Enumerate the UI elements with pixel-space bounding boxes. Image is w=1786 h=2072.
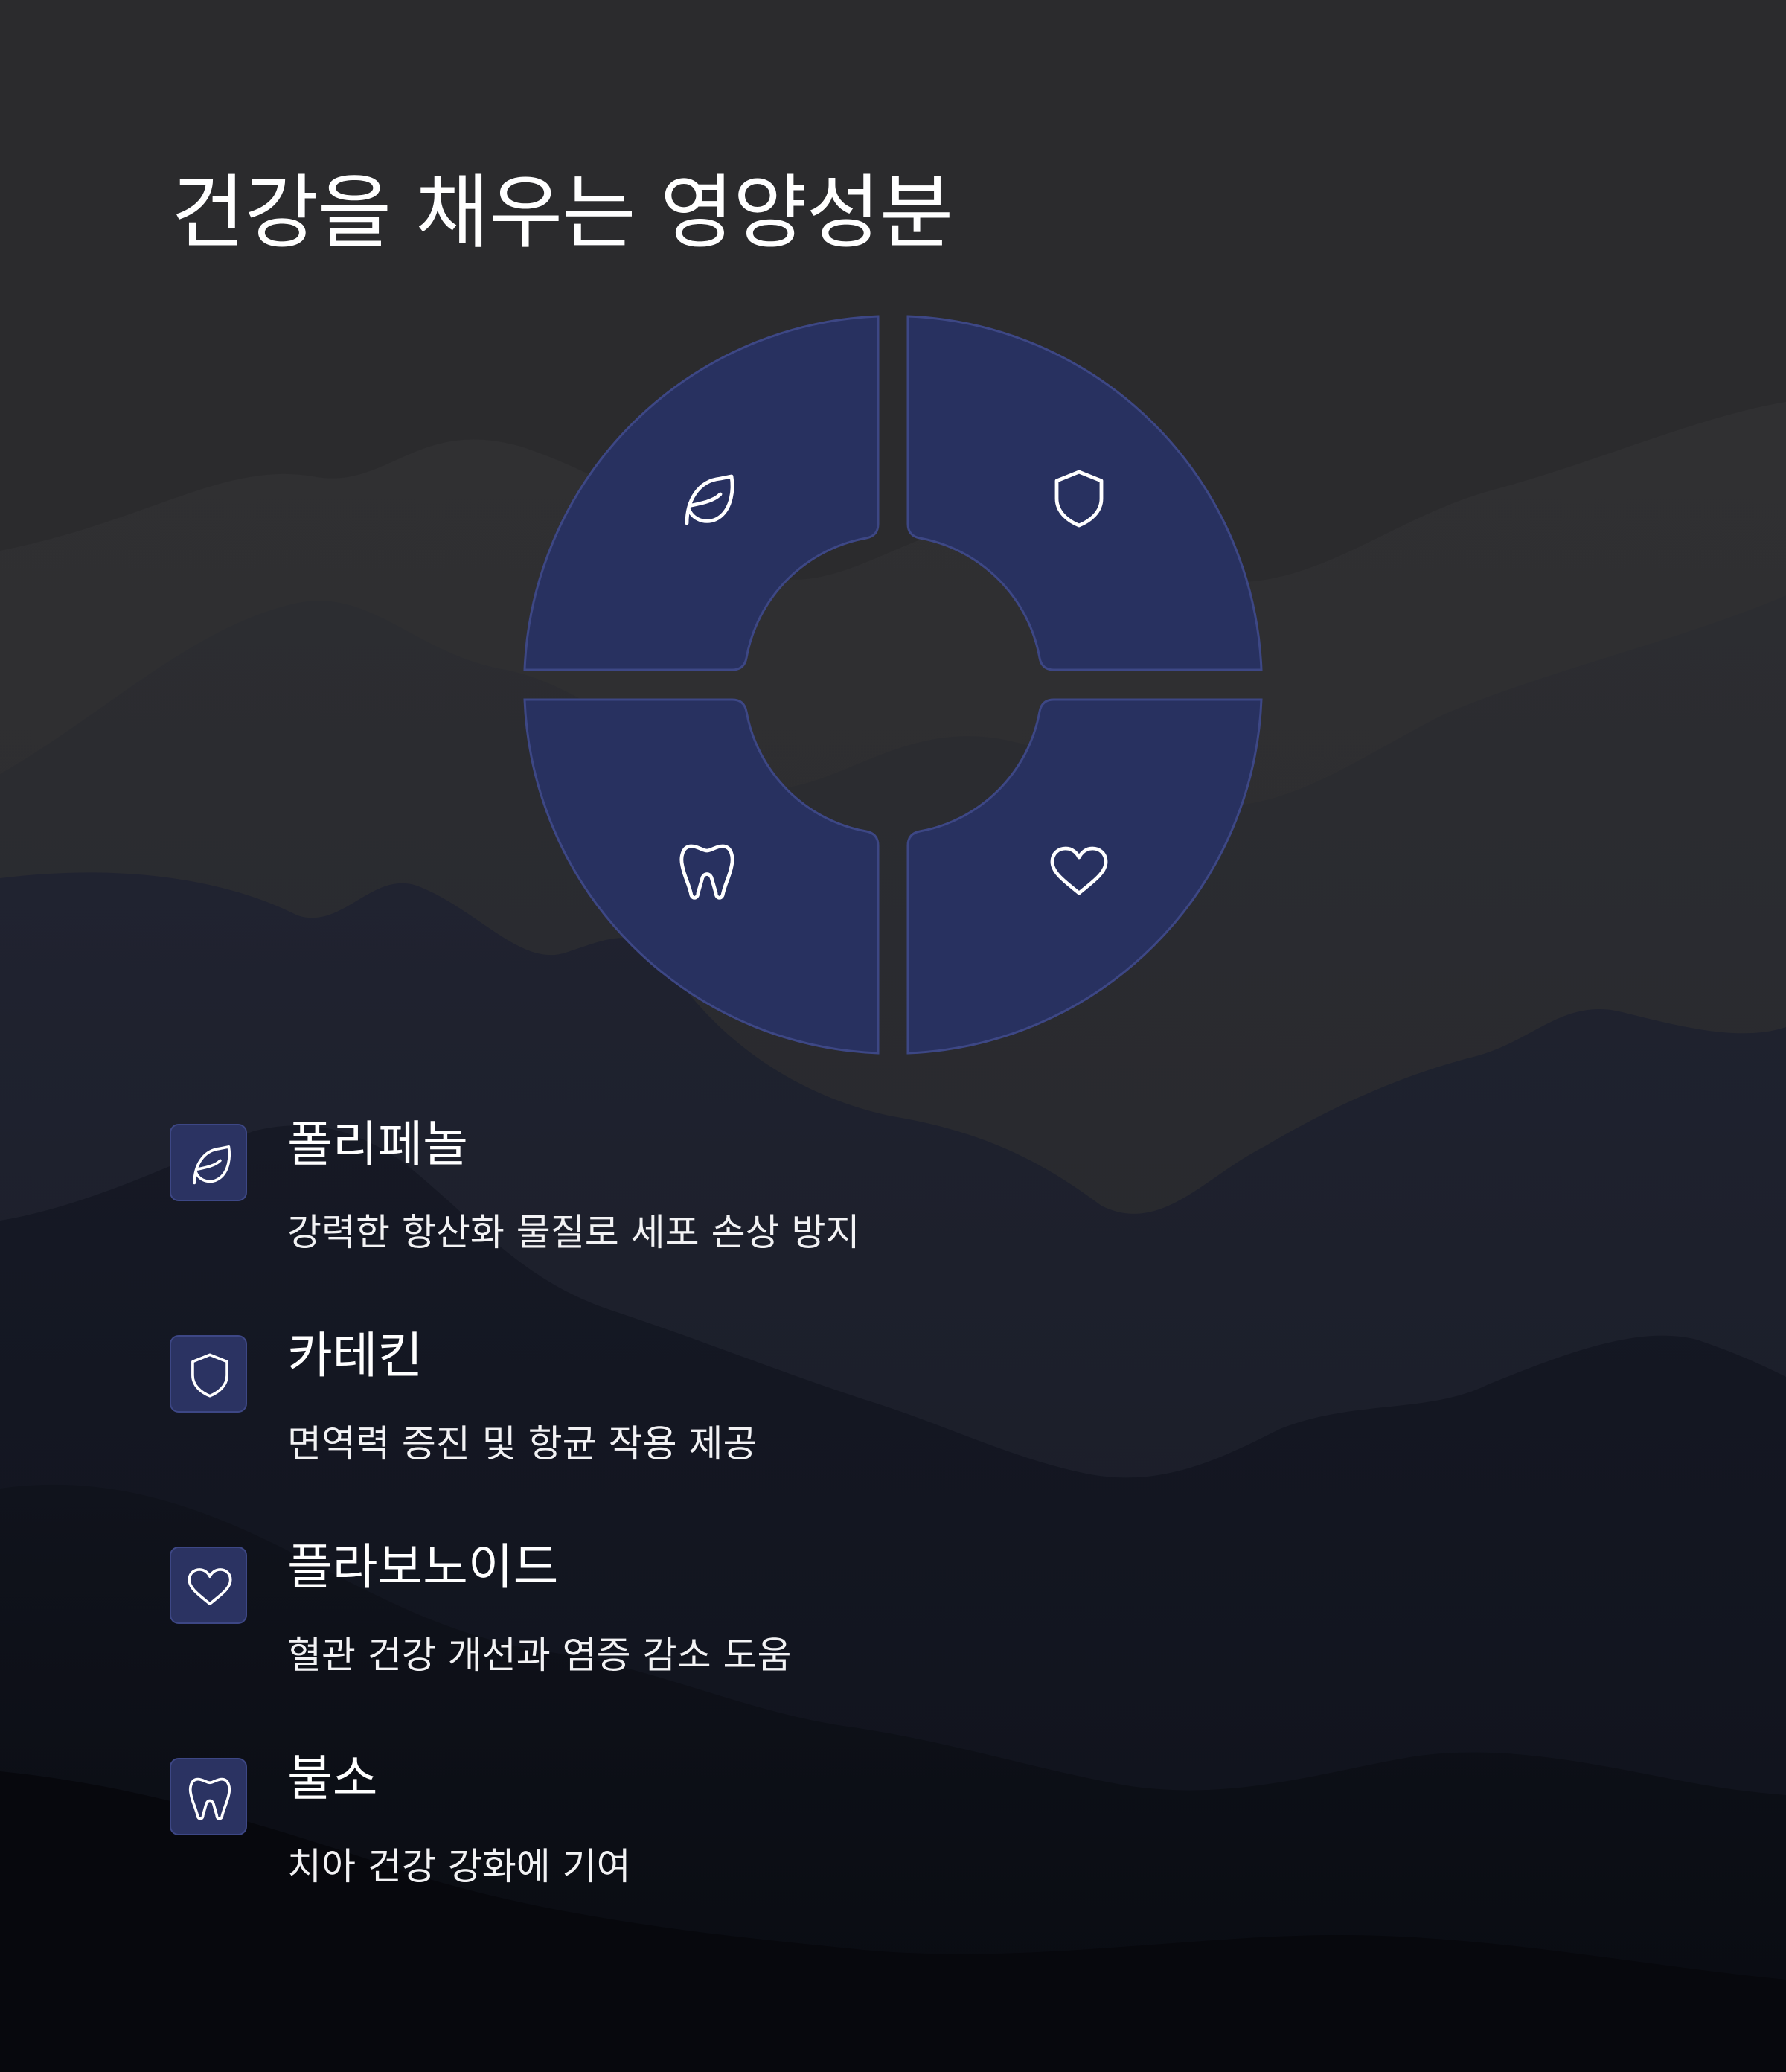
nutrient-list: 폴리페놀 강력한 항산화 물질로 세포 손상 방지 카테킨 면역력 증진 및 항… <box>170 1116 1584 1969</box>
leaf-icon <box>193 1145 231 1185</box>
nutrient-description: 혈관 건강 개선과 염증 감소 도움 <box>287 1634 792 1677</box>
shield-icon <box>191 1353 228 1398</box>
ring-segment-bottom-right <box>906 698 1263 1055</box>
list-item: 폴리페놀 강력한 항산화 물질로 세포 손상 방지 <box>170 1116 1584 1335</box>
nutrient-description: 면역력 증진 및 항균 작용 제공 <box>287 1422 758 1465</box>
ring-segment-top-right <box>906 315 1263 671</box>
icon-badge <box>170 1547 247 1624</box>
nutrient-description: 강력한 항산화 물질로 세포 손상 방지 <box>287 1211 860 1254</box>
tooth-icon <box>188 1777 231 1820</box>
shield-icon <box>1054 470 1104 528</box>
nutrient-name: 플라보노이드 <box>287 1538 559 1596</box>
nutrient-name: 폴리페놀 <box>287 1116 468 1173</box>
icon-badge <box>170 1124 247 1201</box>
icon-badge <box>170 1758 247 1835</box>
ring-segment-top-left <box>523 315 880 671</box>
tooth-icon <box>679 844 734 900</box>
nutrient-name: 카테킨 <box>287 1327 423 1384</box>
heart-icon <box>1050 846 1108 895</box>
list-item: 불소 치아 건강 강화에 기여 <box>170 1750 1584 1969</box>
nutrient-description: 치아 건강 강화에 기여 <box>287 1845 631 1888</box>
list-item: 카테킨 면역력 증진 및 항균 작용 제공 <box>170 1327 1584 1547</box>
heart-icon <box>188 1568 232 1605</box>
nutrient-name: 불소 <box>287 1750 378 1807</box>
nutrient-ring-diagram <box>523 315 1263 1055</box>
icon-badge <box>170 1335 247 1413</box>
leaf-icon <box>685 474 734 525</box>
list-item: 플라보노이드 혈관 건강 개선과 염증 감소 도움 <box>170 1538 1584 1758</box>
page-title: 건강을 채우는 영양성분 <box>171 167 953 260</box>
